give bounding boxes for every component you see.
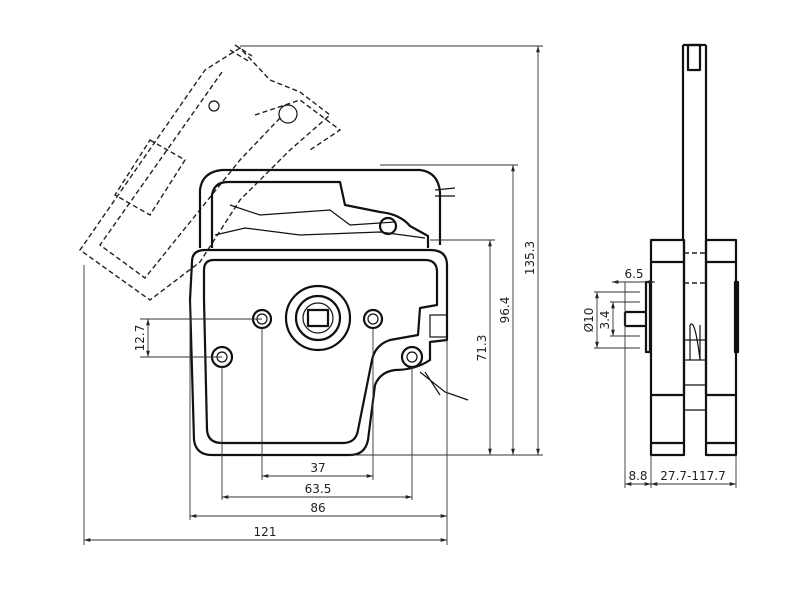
dim-open-lever-height: 135.3 <box>523 241 537 275</box>
dim-body-width: 86 <box>310 501 325 515</box>
dim-shaft-flat: 3.4 <box>598 310 612 329</box>
dim-inner-hole-spacing: 37 <box>310 461 325 475</box>
dimension-lines <box>84 46 540 542</box>
dim-shaft-diameter: Ø10 <box>582 308 596 333</box>
dim-body-height: 71.3 <box>475 335 489 362</box>
dim-overall-width: 121 <box>254 525 277 539</box>
open-lever-phantom <box>79 44 342 301</box>
side-dimension-lines <box>595 280 736 486</box>
side-extension-lines <box>594 282 737 488</box>
hole-inner-right <box>362 308 384 330</box>
dim-stack-depth-range: 27.7-117.7 <box>660 469 725 483</box>
handle <box>198 168 456 248</box>
dim-handle-height: 96.4 <box>498 297 512 324</box>
side-view: 6.5 Ø10 3.4 8.8 27.7-117.7 <box>582 43 740 488</box>
front-view: 121 86 63.5 37 12.7 71.3 96.4 135.3 <box>79 44 543 545</box>
rotor <box>284 284 352 352</box>
dim-mount-offset: 8.8 <box>628 469 647 483</box>
extension-lines <box>83 45 543 545</box>
dim-outer-hole-spacing: 63.5 <box>305 482 332 496</box>
dim-shaft-length: 6.5 <box>624 267 643 281</box>
pump-body <box>188 248 469 457</box>
dim-hole-vertical-offset: 12.7 <box>133 325 147 352</box>
hole-outer-right <box>400 345 424 369</box>
